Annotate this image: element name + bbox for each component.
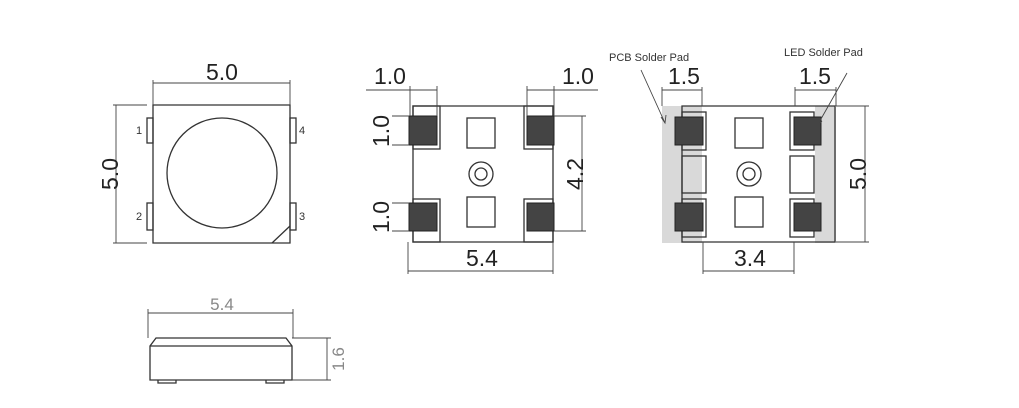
pcb-solder-pad-label: PCB Solder Pad (609, 52, 689, 64)
pad-width-right-label: 1.0 (562, 63, 594, 89)
bottom-view: 1.0 1.0 1.0 1.0 4.2 5.4 (366, 63, 598, 274)
pin-4-tab (289, 117, 297, 144)
bottom-width-label: 5.4 (466, 245, 498, 271)
lens-circle (166, 117, 278, 229)
pin-4-label: 4 (299, 125, 305, 137)
pcb-pad-right-label: 1.5 (799, 63, 831, 89)
led-solder-pad-label: LED Solder Pad (784, 47, 863, 59)
pin-1-tab (146, 117, 154, 144)
pin-2-tab (146, 202, 154, 231)
pad-top-right (526, 115, 555, 146)
top-height-label: 5.0 (97, 158, 123, 190)
pad-top-left (408, 115, 438, 146)
pcb-arrow (640, 69, 667, 125)
pad-bottom-right (526, 202, 555, 232)
top-width-label: 5.0 (206, 59, 238, 85)
side-width-label: 5.4 (210, 295, 234, 314)
led-pad-top-right (793, 116, 822, 146)
footprint-view: PCB Solder Pad LED Solder Pad 1.5 1.5 5.… (609, 47, 871, 274)
pin-2-label: 2 (136, 211, 142, 223)
led-pad-bottom-left (674, 202, 704, 232)
footprint-height-label: 5.0 (845, 158, 871, 190)
side-view: 5.4 1.6 (147, 295, 348, 384)
top-view: 1 2 3 4 5.0 5.0 (97, 59, 305, 244)
led-pad-top-left (674, 116, 704, 146)
pad-height-bottom-label: 1.0 (368, 201, 394, 233)
pin-1-label: 1 (136, 125, 142, 137)
pad-pitch-label: 4.2 (562, 158, 588, 190)
side-body (149, 337, 293, 381)
pad-bottom-left (408, 202, 438, 232)
led-pad-bottom-right (793, 202, 822, 232)
pin-3-tab (289, 202, 297, 231)
pad-height-top-label: 1.0 (368, 115, 394, 147)
package-body (152, 104, 291, 244)
pin-3-label: 3 (299, 211, 305, 223)
pcb-pad-left-label: 1.5 (668, 63, 700, 89)
polarity-chamfer (271, 225, 291, 244)
pad-width-left-label: 1.0 (374, 63, 406, 89)
led-arrow (816, 72, 848, 128)
side-height-label: 1.6 (329, 347, 348, 371)
pad-gap-label: 3.4 (734, 245, 766, 271)
